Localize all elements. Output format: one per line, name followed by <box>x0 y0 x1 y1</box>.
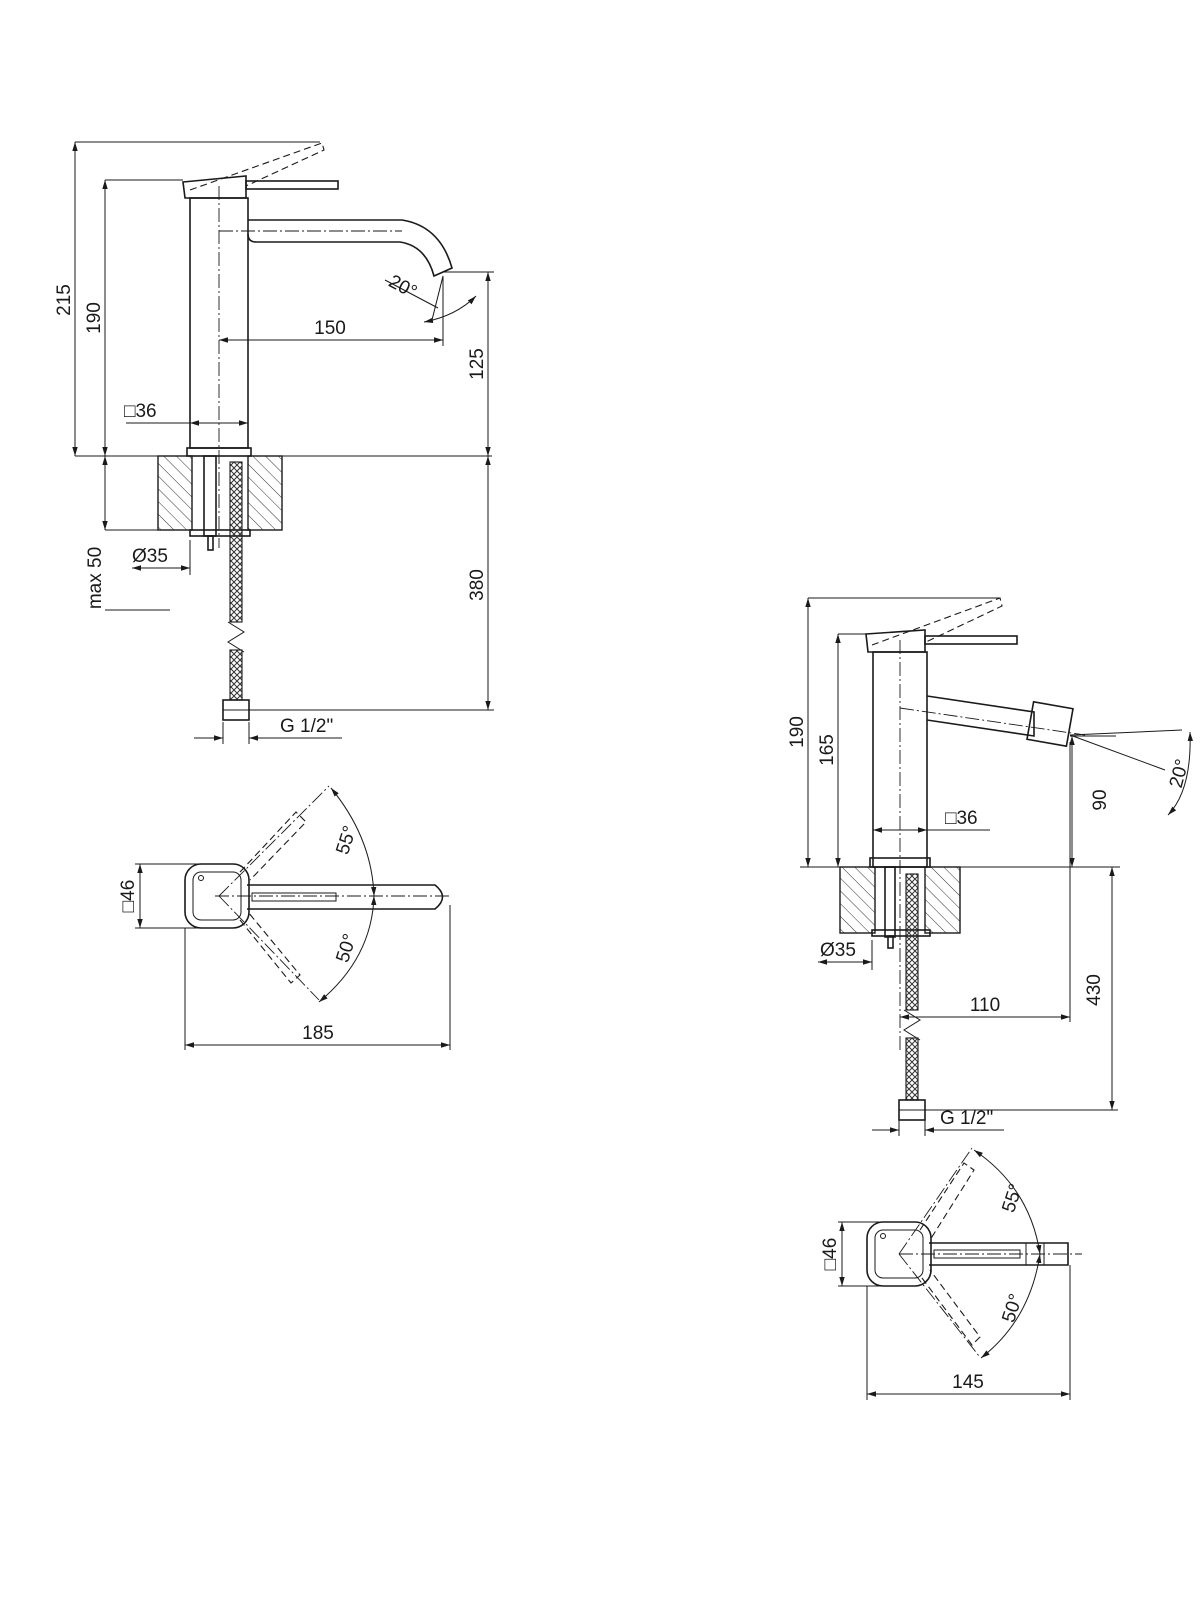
basin-top-lever <box>247 884 444 910</box>
basin-spout <box>247 219 453 278</box>
basin-dim-square36: □36 <box>124 401 157 422</box>
basin-dim-max50: max 50 <box>85 547 106 609</box>
bidet-counter-right <box>924 866 961 934</box>
bidet-side-view: 190 165 90 20° □36 Ø35 110 430 G 1/2" <box>787 597 1194 1136</box>
bidet-top-lever-hot <box>919 1162 975 1241</box>
bidet-top-angle-55: 55° <box>998 1181 1027 1215</box>
bidet-aerator <box>1026 700 1074 748</box>
basin-lever <box>182 175 339 199</box>
bidet-top-lever-cold <box>921 1269 981 1346</box>
basin-counter-left <box>157 455 193 531</box>
basin-side-view: 215 190 150 125 20° □36 max 50 Ø35 380 G <box>54 141 494 744</box>
basin-top-dim-square46: □46 <box>118 880 139 913</box>
basin-top-view: 55° 50° □46 185 <box>118 785 452 1050</box>
basin-dim-215: 215 <box>54 284 75 316</box>
basin-top-angle-50: 50° <box>332 931 361 965</box>
basin-counter-right <box>247 455 283 531</box>
basin-hose <box>229 461 243 623</box>
bidet-dim-angle: 20° <box>1166 757 1194 790</box>
basin-top-dim-185: 185 <box>302 1023 334 1044</box>
bidet-counter-left <box>839 866 876 934</box>
bidet-dim-square36: □36 <box>945 808 978 829</box>
bidet-dim-430: 430 <box>1084 974 1105 1006</box>
bidet-hose <box>905 873 919 1011</box>
bidet-lever <box>865 629 1018 653</box>
basin-dim-380: 380 <box>467 569 488 601</box>
bidet-lever-raised <box>871 597 1003 646</box>
basin-dim-190: 190 <box>84 302 105 334</box>
bidet-dim-190: 190 <box>787 716 808 748</box>
bidet-dim-165: 165 <box>817 734 838 766</box>
basin-dim-angle: 20° <box>385 271 420 303</box>
bidet-top-dim-145: 145 <box>952 1372 984 1393</box>
bidet-top-view: 55° 50° □46 145 <box>820 1147 1082 1400</box>
basin-dim-125: 125 <box>467 348 488 380</box>
bidet-top-angle-50: 50° <box>998 1291 1027 1325</box>
basin-top-lever-cold <box>239 911 301 984</box>
basin-dim-g12: G 1/2" <box>280 716 333 737</box>
basin-dim-150: 150 <box>314 318 346 339</box>
basin-top-lever-hot <box>239 811 307 881</box>
bidet-dim-dia35: Ø35 <box>820 940 856 961</box>
basin-dim-dia35: Ø35 <box>132 546 168 567</box>
bidet-spout <box>926 695 1035 737</box>
bidet-dim-90: 90 <box>1090 789 1111 810</box>
bidet-top-dim-square46: □46 <box>820 1238 841 1271</box>
basin-lever-raised <box>189 142 325 191</box>
bidet-dim-g12: G 1/2" <box>940 1108 993 1129</box>
bidet-dim-110: 110 <box>970 995 1000 1016</box>
